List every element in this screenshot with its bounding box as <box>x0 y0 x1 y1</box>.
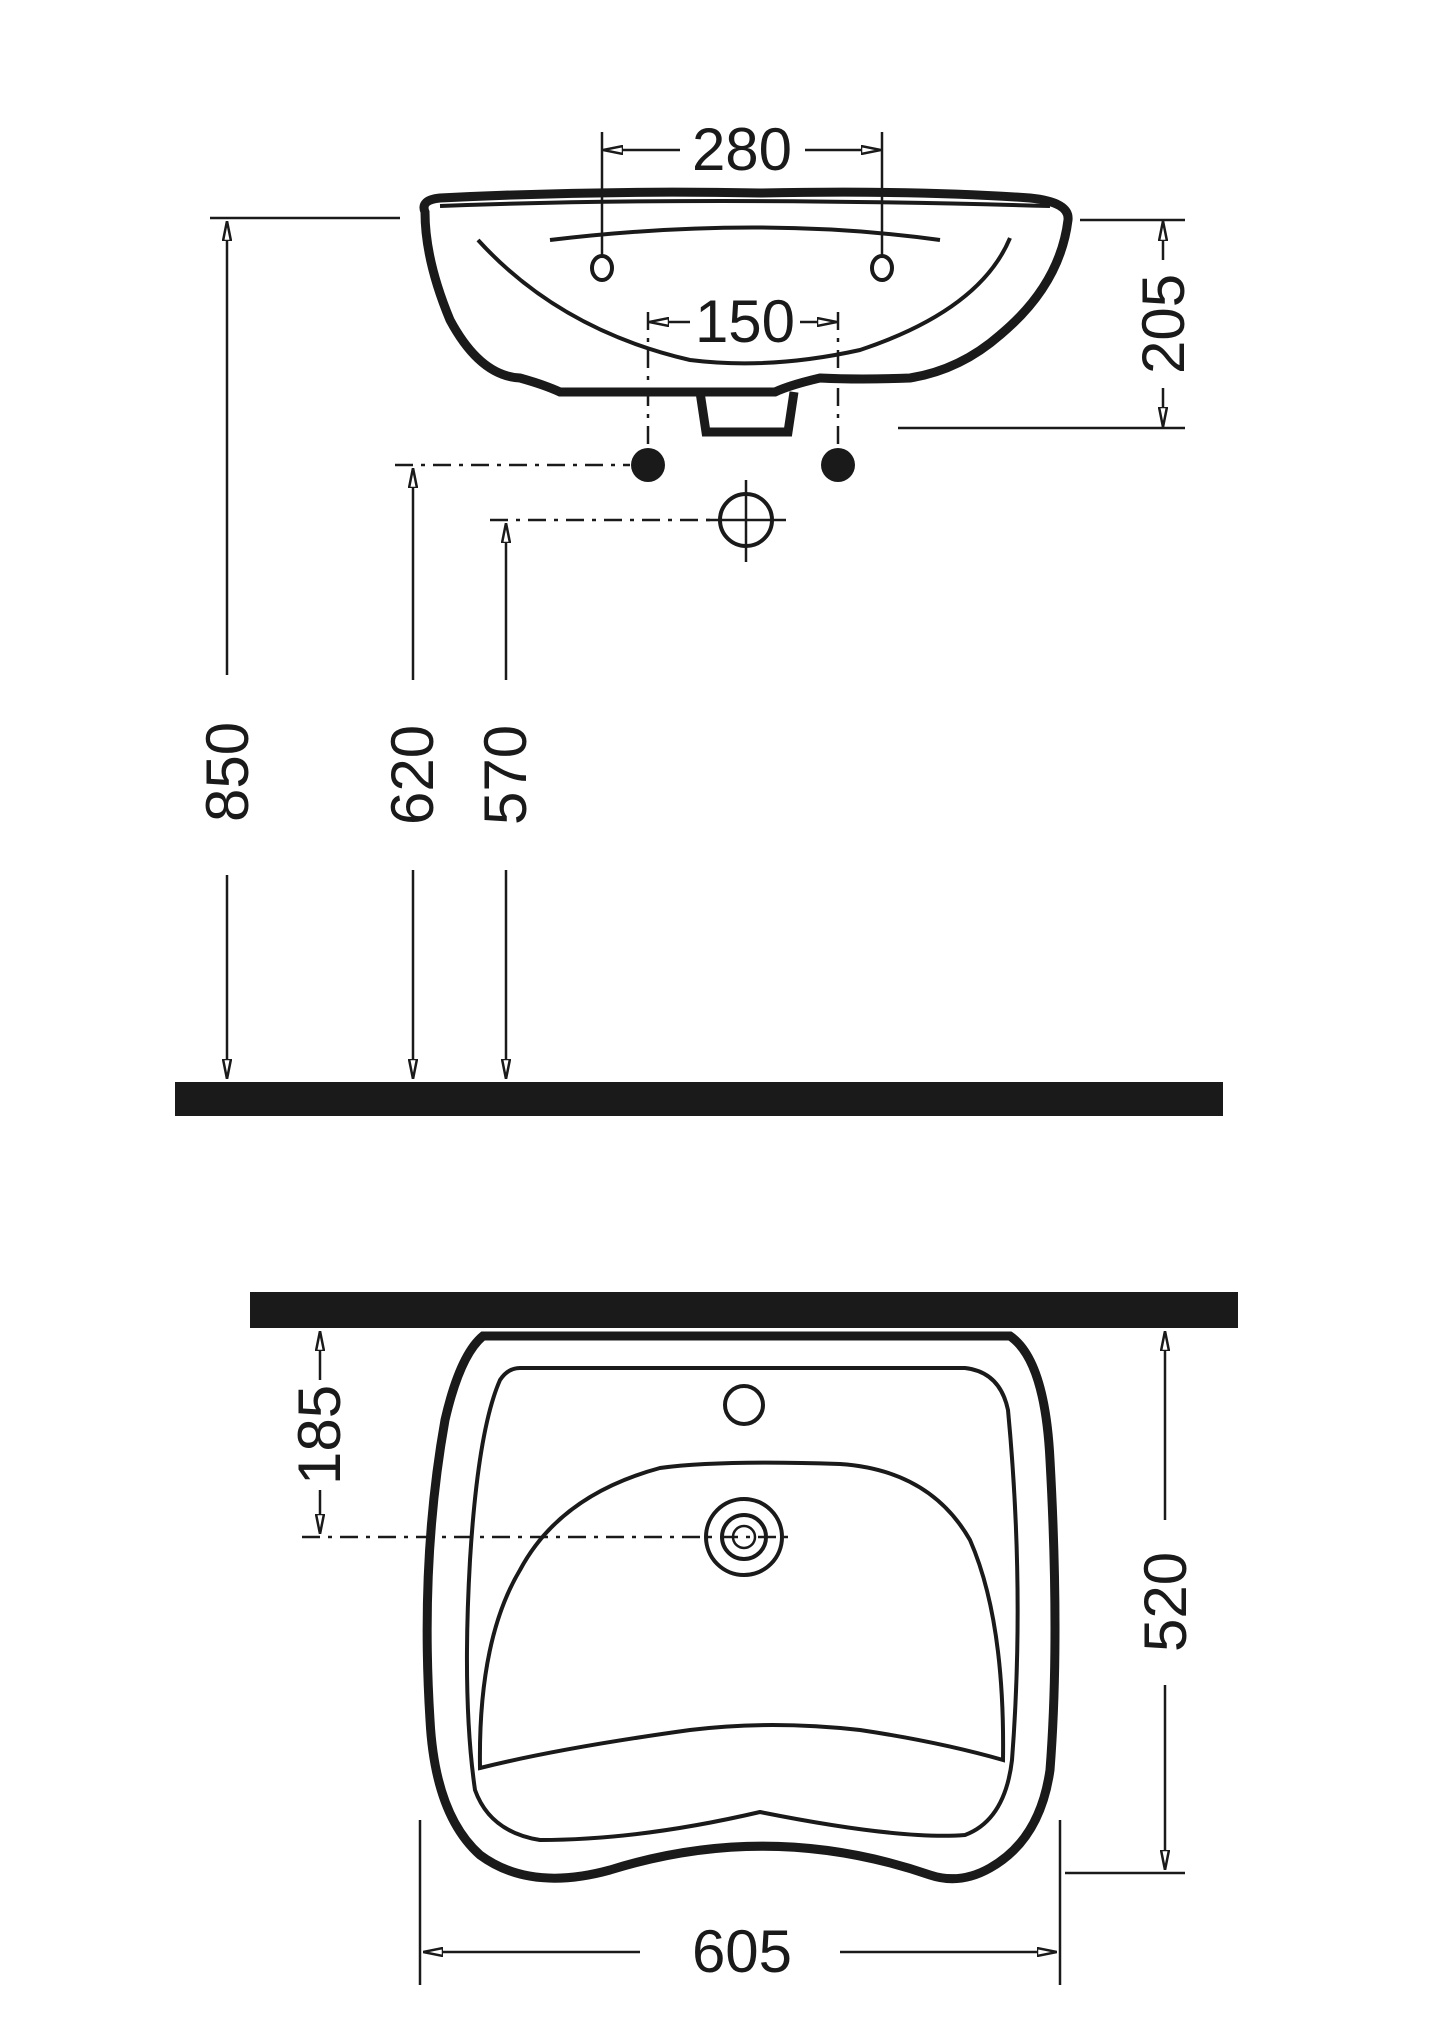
front-elevation <box>175 187 1223 1116</box>
dim-basin-depth: 205 <box>898 218 1197 430</box>
dim-waste-height: 570 <box>472 518 718 1078</box>
dim-basin-projection: 520 <box>1065 1332 1199 1875</box>
label-basin-width: 605 <box>692 1918 792 1985</box>
dim-tap-spacing: 280 <box>600 116 884 255</box>
dim-waste-offset: 185 <box>286 1332 790 1539</box>
label-waste-height: 570 <box>472 725 539 825</box>
tap-hole-right <box>870 254 894 282</box>
plan-view <box>250 1292 1238 1884</box>
waste-plan-outer <box>704 1497 784 1577</box>
supply-point-right <box>821 448 855 482</box>
basin-plan-rim <box>464 1366 1020 1843</box>
label-supply-height: 620 <box>379 725 446 825</box>
label-waste-offset: 185 <box>286 1385 353 1485</box>
label-supply-spacing: 150 <box>695 288 795 355</box>
dim-basin-width: 605 <box>418 1820 1062 1985</box>
dim-mounting-height: 850 <box>194 216 400 1078</box>
tap-hole-left <box>590 254 614 282</box>
label-tap-spacing: 280 <box>692 116 792 183</box>
wall-slab <box>250 1292 1238 1328</box>
dim-supply-height: 620 <box>379 463 630 1078</box>
floor-slab <box>175 1082 1223 1116</box>
label-mounting-height: 850 <box>194 722 261 822</box>
dim-supply-spacing: 150 <box>646 288 840 445</box>
supply-point-left <box>631 448 665 482</box>
tap-hole-plan <box>723 1384 765 1426</box>
label-basin-projection: 520 <box>1132 1552 1199 1652</box>
basin-plan-outline <box>422 1331 1060 1884</box>
waste-outlet <box>695 391 799 437</box>
label-basin-depth: 205 <box>1130 274 1197 374</box>
basin-tap-ledge <box>549 225 941 242</box>
basin-inner-curve <box>476 237 1012 366</box>
basin-front-outline <box>419 187 1073 397</box>
basin-rim-line <box>439 199 1051 208</box>
basin-plan-bowl <box>477 1460 1006 1771</box>
